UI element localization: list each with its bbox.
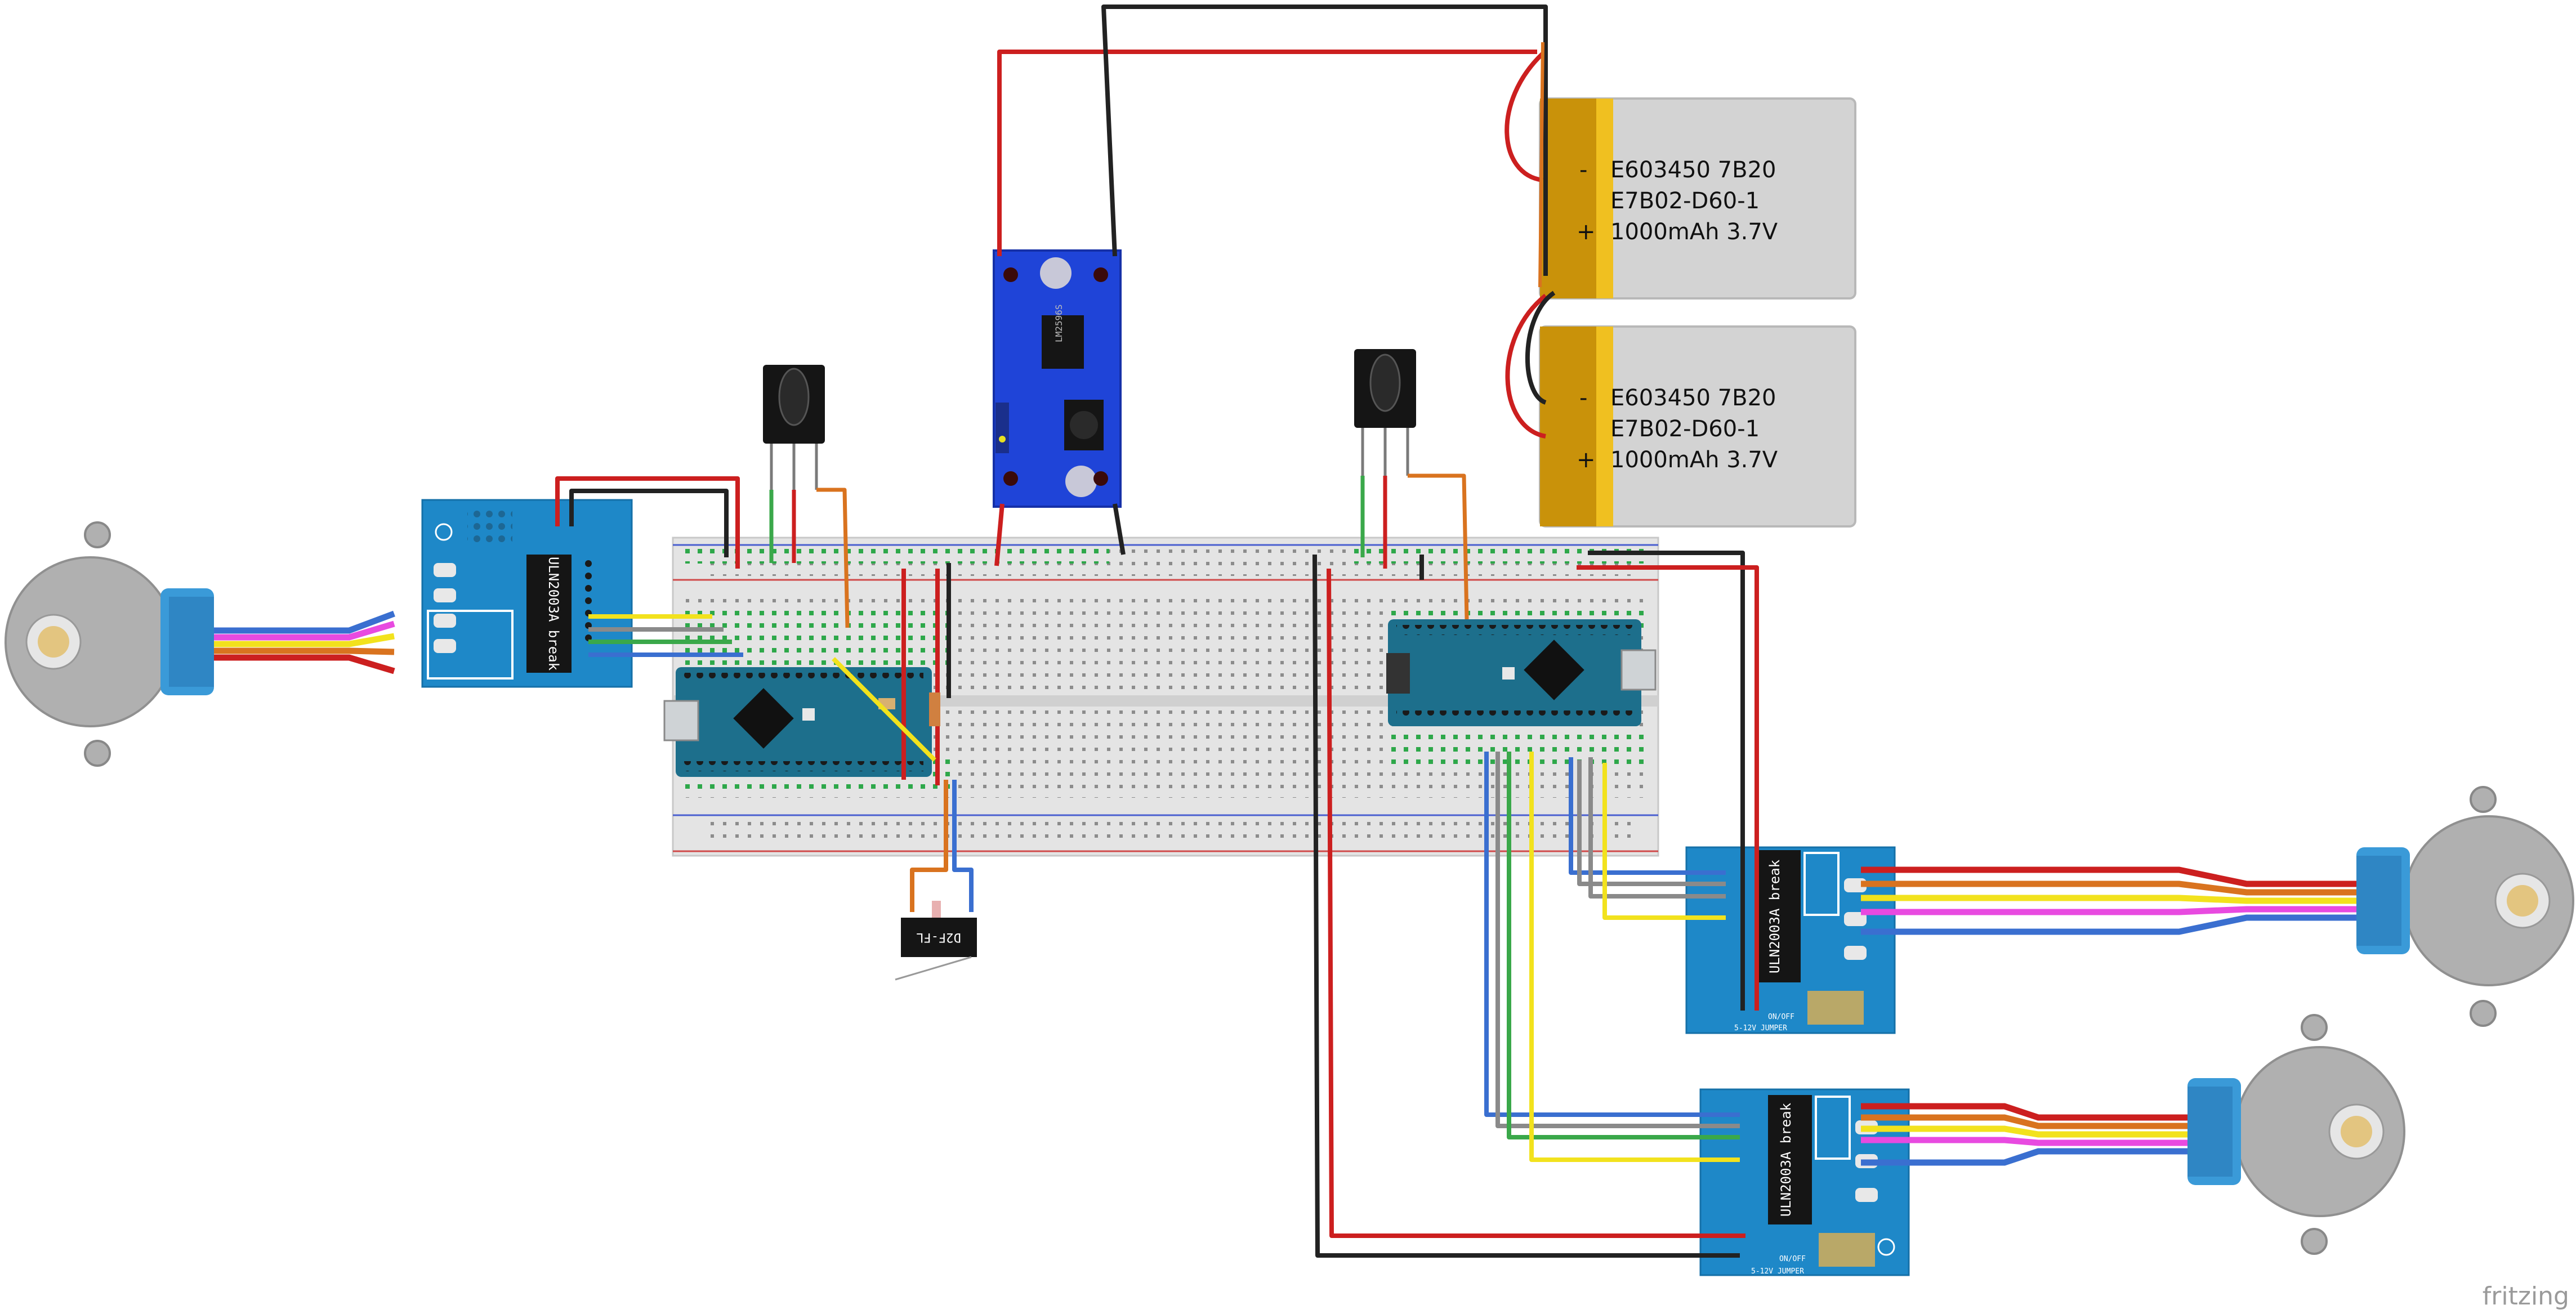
wire-left-arduino-yellow (832, 657, 936, 762)
fritzing-watermark: fritzing (2482, 1282, 2569, 1311)
regulator-chip (1042, 315, 1084, 369)
motor-socket-left (427, 610, 514, 680)
arduino-nano-left (663, 667, 932, 777)
battery-2-plus: + (1577, 447, 1596, 473)
battery-2-minus: - (1579, 385, 1587, 411)
battery-1-minus: - (1579, 157, 1587, 183)
wire-ir-right-signal (1408, 473, 1469, 620)
regulator-chip-label: LM2596S (1053, 305, 1064, 342)
wire-buck-out-positive (994, 503, 1004, 566)
wire-rt-signal-3 (1588, 757, 1726, 899)
battery-2-line1: E603450 7B20 (1610, 385, 1776, 411)
battery-1-line2: E7B02-D60-1 (1610, 188, 1760, 214)
motor-socket-right-top (1803, 852, 1840, 916)
wire-left-driver-vcc (555, 476, 740, 569)
buck-converter-module: LM2596S (993, 249, 1122, 508)
stepper-motor-right-top (2356, 786, 2574, 1027)
wire-rt-signal-1 (1569, 757, 1726, 875)
wire-rb-signal-3 (1507, 752, 1740, 1139)
connected-rail-left (681, 549, 1109, 564)
jumper-label-right-bottom: 5-12V JUMPER (1751, 1267, 1804, 1276)
battery-1: E603450 7B20 E7B02-D60-1 1000mAh 3.7V - … (1539, 97, 1856, 300)
wire-rt-signal-2 (1577, 760, 1726, 886)
wire-ir-left-signal (816, 488, 850, 628)
wires (555, 5, 1759, 1258)
arduino-nano-right (1386, 619, 1657, 726)
motor-cable-right-bottom (1861, 1103, 2187, 1166)
wire-long-gnd (1312, 554, 1740, 1258)
wire-battery1-red (1504, 52, 1544, 182)
battery-2-line3: 1000mAh 3.7V (1610, 447, 1778, 473)
driver-board-right-top: ULN2003A break 5-12V JUMPER ON/OFF (1685, 846, 1896, 1034)
ir-sensor-left (763, 365, 825, 490)
battery-2-line2: E7B02-D60-1 (1610, 416, 1760, 442)
connected-holes-right-lower (1385, 732, 1644, 766)
driver-chip-left (526, 555, 572, 673)
driver-chip-right-top (1757, 850, 1801, 982)
wire-rb-signal-1 (1484, 752, 1740, 1117)
connected-holes-left-upper (681, 605, 957, 667)
stepper-motor-left (5, 521, 214, 767)
wire-switch-orange (910, 780, 948, 912)
driver-chip-right-bottom (1768, 1095, 1812, 1224)
limit-switch-label: D2F-FL (916, 930, 961, 944)
wire-rb-signal-2 (1495, 752, 1740, 1128)
bottom-rail-holes (709, 819, 1633, 846)
battery-1-line3: 1000mAh 3.7V (1610, 219, 1778, 245)
motor-socket-right-bottom (1815, 1096, 1851, 1160)
jumper-label-right-top: 5-12V JUMPER (1734, 1024, 1787, 1033)
wire-battery-orange (1538, 42, 1544, 288)
motor-cable-left (214, 610, 395, 674)
usb-connector-left (663, 700, 699, 741)
wire-battery-positive (997, 50, 1537, 256)
wire-rb-signal-4 (1529, 752, 1740, 1162)
wire-battery2-red (1505, 293, 1547, 439)
driver-chip-left-label: ULN2003A break (546, 557, 561, 671)
resistor-left (929, 692, 940, 726)
wire-long-vcc (1327, 568, 1745, 1238)
stepper-motor-right-bottom (2187, 1014, 2405, 1255)
driver-chip-right-top-label: ULN2003A break (1767, 859, 1783, 973)
limit-switch: D2F-FL (895, 901, 977, 981)
ir-sensor-right (1354, 349, 1416, 476)
wire-battery-negative (1101, 5, 1548, 276)
wire-rt-signal-4 (1602, 763, 1726, 920)
driver-board-left: ULN2003A break (421, 499, 633, 688)
wire-buck-out-negative (1113, 503, 1126, 555)
onoff-label-right-bottom: ON/OFF (1779, 1255, 1806, 1263)
usb-connector-right (1620, 649, 1657, 691)
wire-left-driver-gnd (569, 489, 729, 557)
wire-battery2-black (1525, 290, 1556, 405)
wire-top-driver-gnd (1588, 551, 1745, 1011)
motor-cable-right-top (1861, 866, 2356, 935)
battery-2: E603450 7B20 E7B02-D60-1 1000mAh 3.7V - … (1539, 325, 1856, 528)
driver-chip-right-bottom-label: ULN2003A break (1778, 1102, 1794, 1217)
wire-switch-blue (952, 780, 974, 912)
wire-top-driver-vcc (1577, 565, 1759, 1011)
battery-1-line1: E603450 7B20 (1610, 157, 1776, 183)
battery-1-plus: + (1577, 219, 1596, 245)
onoff-label-right-top: ON/OFF (1768, 1013, 1794, 1021)
